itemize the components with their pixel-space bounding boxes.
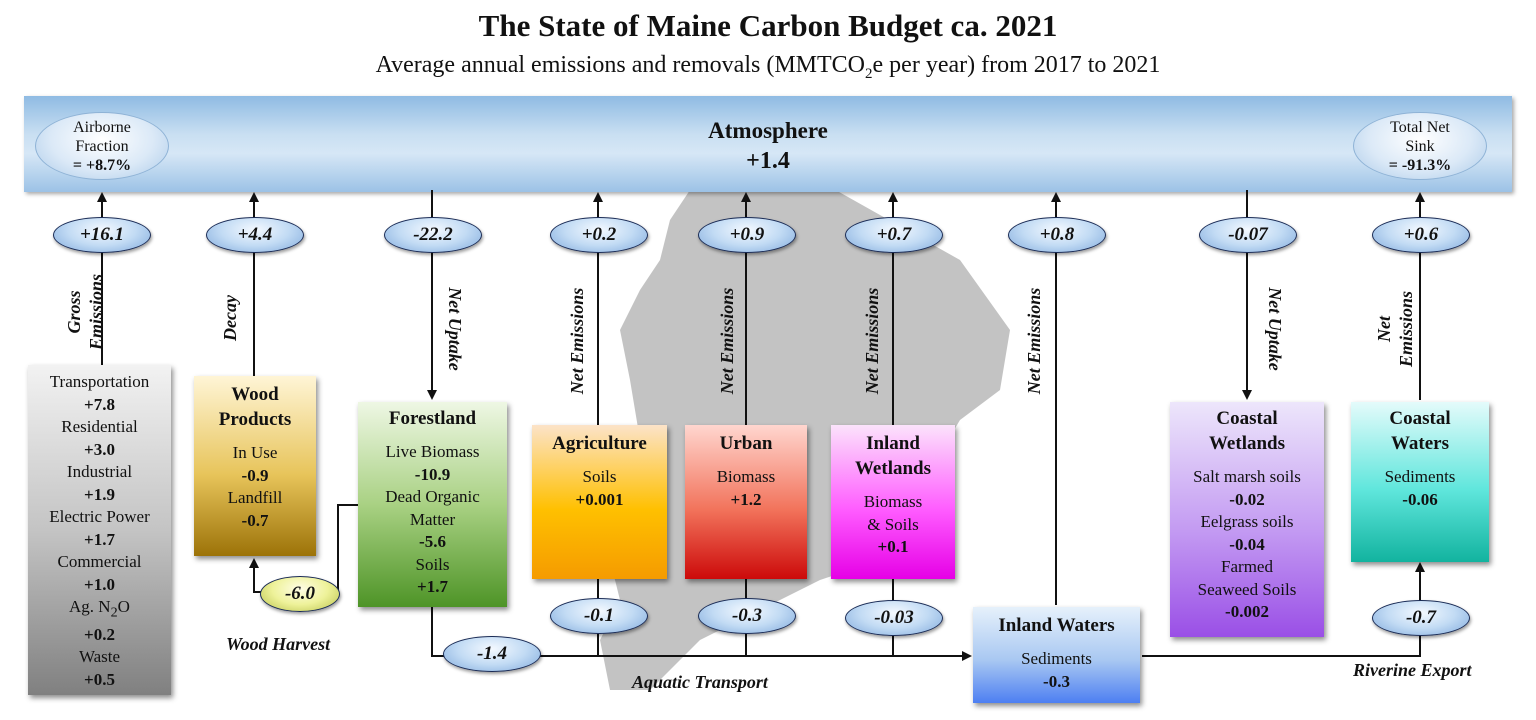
flux-oval-wood: +4.4 [206, 217, 304, 253]
flux-oval-wetlands-transport: -0.03 [845, 600, 943, 636]
gross-item-value: +1.7 [84, 529, 115, 549]
flux-oval-coastal-wetlands: -0.07 [1199, 217, 1297, 253]
riverine-path [1142, 562, 1425, 657]
gross-item-value: +1.0 [84, 574, 115, 594]
gross-item-label: Ag. N2O [69, 597, 130, 621]
flux-label-urban: Net Emissions [717, 287, 737, 395]
gross-item-label: Industrial [66, 462, 133, 481]
gross-item-value: +1.9 [84, 484, 115, 504]
gross-emissions-box: Transportation +7.8 Residential +3.0 Ind… [28, 365, 171, 695]
urban-box: Urban Biomass +1.2 [685, 425, 807, 579]
flux-oval-gross: +16.1 [53, 217, 151, 253]
inland-wetlands-box: Inland Wetlands Biomass & Soils +0.1 [831, 425, 955, 579]
airborne-fraction-ellipse: Airborne Fraction = +8.7% [35, 112, 169, 180]
flux-label-coastal-wetlands: Net Uptake [1265, 287, 1285, 371]
flux-label-wetlands: Net Emissions [862, 287, 882, 395]
flux-oval-urban: +0.9 [698, 217, 796, 253]
wood-products-box: Wood Products In Use -0.9 Landfill -0.7 [194, 376, 316, 556]
flux-oval-forest-transport: -1.4 [443, 636, 541, 672]
page-title: The State of Maine Carbon Budget ca. 202… [478, 8, 1058, 43]
gross-item-label: Waste [78, 647, 121, 667]
flux-label-agri: Net Emissions [567, 287, 587, 395]
wood-harvest-label: Wood Harvest [226, 634, 331, 654]
flux-oval-coastal-waters: +0.6 [1372, 217, 1470, 253]
flux-label-inland-waters: Net Emissions [1024, 287, 1044, 395]
total-net-sink-ellipse: Total Net Sink = -91.3% [1353, 112, 1487, 180]
wood-harvest-path [322, 504, 358, 593]
forestland-box: Forestland Live Biomass -10.9 Dead Organ… [358, 402, 507, 607]
flux-label-forest: Net Uptake [445, 287, 465, 371]
flux-oval-urban-transport: -0.3 [698, 598, 796, 634]
riverine-export-label: Riverine Export [1353, 660, 1472, 680]
gross-item-value: +0.2 [84, 624, 115, 644]
gross-item-label: Transportation [49, 372, 150, 391]
atmosphere-label: Atmosphere [708, 118, 828, 143]
agriculture-box: Agriculture Soils +0.001 [532, 425, 667, 579]
coastal-waters-box: Coastal Waters Sediments -0.06 [1351, 402, 1489, 562]
coastal-wetlands-box: Coastal Wetlands Salt marsh soils -0.02 … [1170, 402, 1324, 637]
flux-oval-wood-harvest: -6.0 [260, 576, 340, 612]
flux-oval-forest: -22.2 [384, 217, 482, 253]
inland-waters-box: Inland Waters Sediments -0.3 [973, 607, 1140, 703]
subtitle: Average annual emissions and removals (M… [375, 52, 1161, 82]
flux-oval-agri-transport: -0.1 [550, 598, 648, 634]
flux-oval-agri: +0.2 [550, 217, 648, 253]
gross-item-label: Commercial [57, 552, 142, 571]
flux-label-decay: Decay [220, 295, 240, 341]
gross-item-value: +3.0 [84, 439, 115, 459]
aquatic-transport-label: Aquatic Transport [632, 672, 768, 692]
flux-oval-riverine: -0.7 [1372, 600, 1470, 636]
forest-transport-path [431, 607, 972, 661]
gross-item-value: +7.8 [84, 394, 115, 414]
flux-oval-inland-waters: +0.8 [1008, 217, 1106, 253]
gross-item-label: Electric Power [49, 507, 150, 526]
gross-item-label: Residential [61, 417, 138, 436]
gross-item-value: +0.5 [84, 669, 115, 689]
atmosphere-band [24, 96, 1512, 192]
atmosphere-value: +1.4 [746, 148, 790, 174]
flux-oval-wetlands: +0.7 [845, 217, 943, 253]
